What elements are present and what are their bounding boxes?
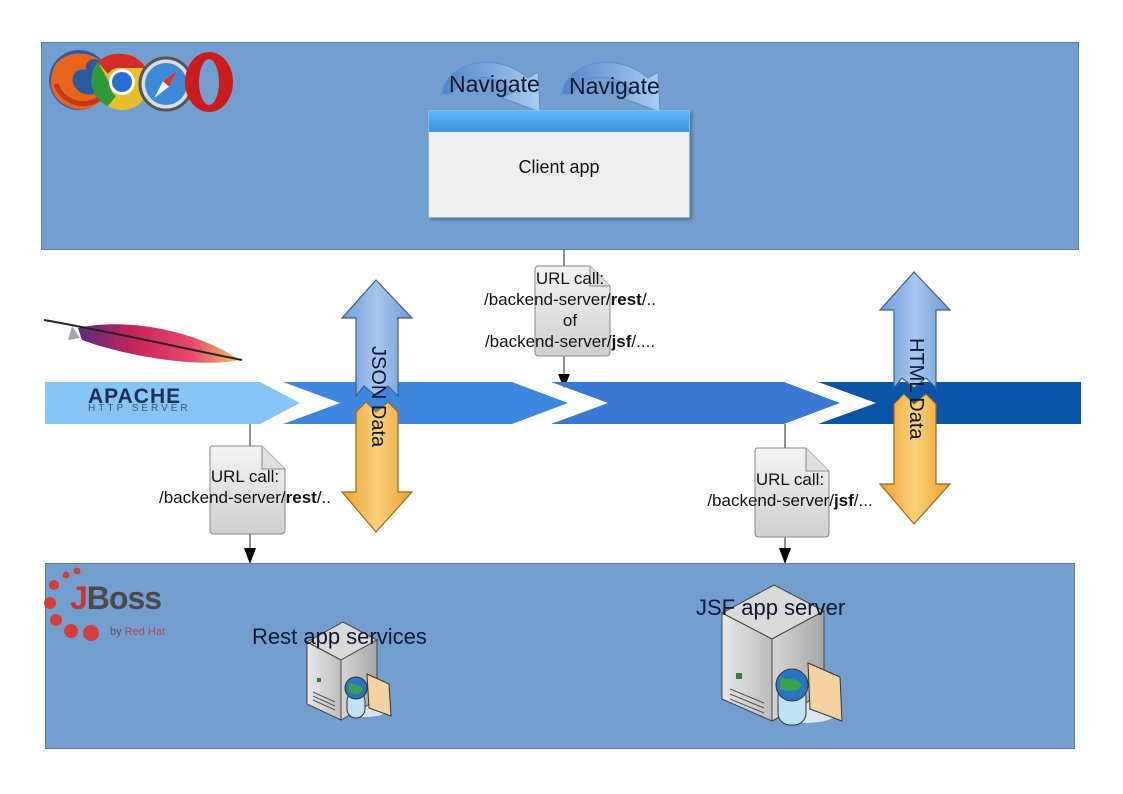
html-up-arrow <box>878 271 952 390</box>
apache-to-jsf-arrowhead <box>779 548 791 564</box>
browser-logos <box>49 50 233 112</box>
client-app-window: Client app <box>428 110 690 218</box>
rest-url-document-icon <box>209 445 286 535</box>
band-segment-2 <box>283 382 568 424</box>
apache-to-rest-arrowhead <box>244 548 256 564</box>
jsf-url-line1: URL call: <box>755 470 825 489</box>
chrome-logo <box>91 53 150 110</box>
jsf-server-icon <box>720 584 843 726</box>
jsf-url-call-text: URL call: /backend-server/jsf/... <box>690 469 890 511</box>
apache-subtitle: HTTP SERVER <box>88 403 191 414</box>
rest-server-icon <box>305 621 392 721</box>
rest-url-call-text: URL call: /backend-server/rest/.. <box>140 466 350 508</box>
rest-server-label: Rest app services <box>252 624 427 649</box>
client-url-call-text: URL call: /backend-server/rest/.. of /ba… <box>460 268 680 352</box>
jsf-url-document-icon <box>754 447 830 538</box>
client-app-titlebar <box>429 111 689 132</box>
navigate-arrow-1 <box>441 61 541 113</box>
jsf-server-label: JSF app server <box>696 595 846 620</box>
opera-logo <box>185 52 233 112</box>
client-app-label: Client app <box>518 157 600 177</box>
json-down-arrow <box>340 401 414 533</box>
navigate-label-1: Navigate <box>449 71 540 97</box>
rest-url-line2: /backend-server/rest/.. <box>159 488 331 507</box>
html-down-arrow <box>878 393 952 525</box>
json-data-arrows <box>340 279 414 533</box>
json-up-arrow <box>340 279 414 398</box>
safari-logo <box>138 56 194 112</box>
client-url-line4: /backend-server/jsf/.... <box>484 332 656 351</box>
apache-feather-logo <box>43 319 243 363</box>
client-url-line2: /backend-server/rest/.. <box>484 290 656 309</box>
apache-flow-band <box>45 382 1081 424</box>
navigate-arrow-2 <box>561 61 661 113</box>
jboss-byline: by Red Hat <box>110 626 166 638</box>
navigate-label-2: Navigate <box>569 73 660 99</box>
server-tier-panel <box>45 563 1075 749</box>
band-segment-3 <box>551 382 840 424</box>
band-segment-4 <box>818 382 1081 424</box>
client-to-apache-arrowhead <box>558 374 570 388</box>
client-url-line1: URL call: <box>535 269 605 288</box>
navigate-arrows <box>441 61 661 113</box>
client-url-document-icon <box>534 265 611 357</box>
jboss-logo-text: JBoss <box>70 580 162 616</box>
client-url-line3: of <box>562 311 578 330</box>
band-segment-apache <box>45 382 300 424</box>
rest-url-line1: URL call: <box>210 467 280 486</box>
firefox-logo <box>49 50 109 110</box>
apache-title: APACHE <box>88 385 182 408</box>
html-data-arrows <box>878 271 952 525</box>
jboss-dots-logo <box>44 567 99 641</box>
jsf-url-line2: /backend-server/jsf/... <box>707 491 873 510</box>
